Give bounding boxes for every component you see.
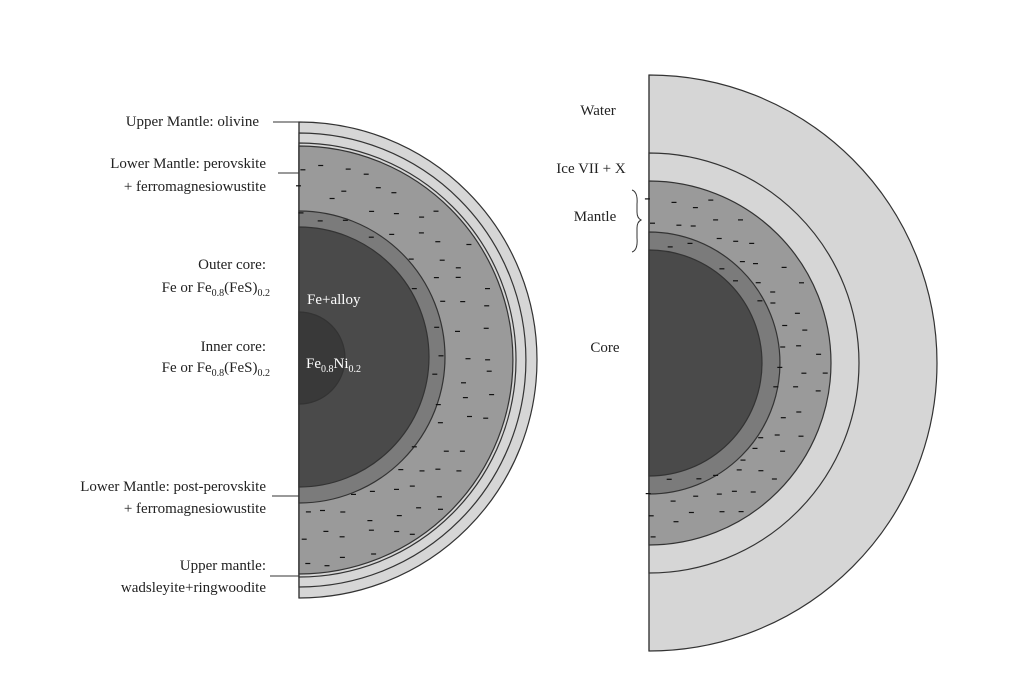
label-outer-core-line1: Outer core: [198,257,266,273]
label-lower-mantle-postperovskite-line1: Lower Mantle: post-perovskite [80,479,266,495]
right-core [648,249,763,477]
label-mantle: Mantle [574,209,617,225]
mantle-brace [631,189,643,253]
label-lower-mantle-perovskite-line2: + ferromagnesiowustite [124,179,267,195]
label-outer-core-line2: Fe or Fe0.8(FeS)0.2 [162,280,270,299]
label-fe-ni: Fe0.8Ni0.2 [306,356,361,375]
outer-core-formula-sub2: 0.2 [258,288,271,299]
left-inner-core [298,311,346,405]
label-core: Core [590,340,620,356]
label-inner-core-line2: Fe or Fe0.8(FeS)0.2 [162,360,270,379]
inner-core-formula-sub2: 0.2 [258,368,271,379]
right-mantle-dash-pattern [644,198,828,538]
fe-ni-formula-sub1: 0.8 [321,364,334,375]
label-upper-mantle-wadsleyite-line1: Upper mantle: [180,558,266,574]
right-planet [644,74,938,652]
left-mantle-dash-pattern [296,164,495,567]
label-upper-mantle-olivine: Upper Mantle: olivine [126,114,260,130]
label-inner-core-line1: Inner core: [201,339,266,355]
label-ice: Ice VII + X [556,161,626,177]
label-upper-mantle-wadsleyite-line2: wadsleyite+ringwoodite [121,580,266,596]
outer-core-formula-a: Fe or Fe [162,280,212,296]
label-lower-mantle-postperovskite-line2: + ferromagnesiowustite [124,501,267,517]
outer-core-formula-sub1: 0.8 [212,288,225,299]
label-water: Water [580,103,615,119]
inner-core-formula-b: (FeS) [224,360,257,376]
fe-ni-formula-sub2: 0.2 [349,364,362,375]
inner-core-formula-a: Fe or Fe [162,360,212,376]
inner-core-formula-sub1: 0.8 [212,368,225,379]
outer-core-formula-b: (FeS) [224,280,257,296]
label-lower-mantle-perovskite-line1: Lower Mantle: perovskite [110,156,266,172]
left-planet [296,121,538,599]
fe-ni-formula-b: Ni [334,356,349,372]
fe-ni-formula-a: Fe [306,356,321,372]
label-fe-alloy: Fe+alloy [307,292,361,308]
left-outer-core [298,226,430,488]
